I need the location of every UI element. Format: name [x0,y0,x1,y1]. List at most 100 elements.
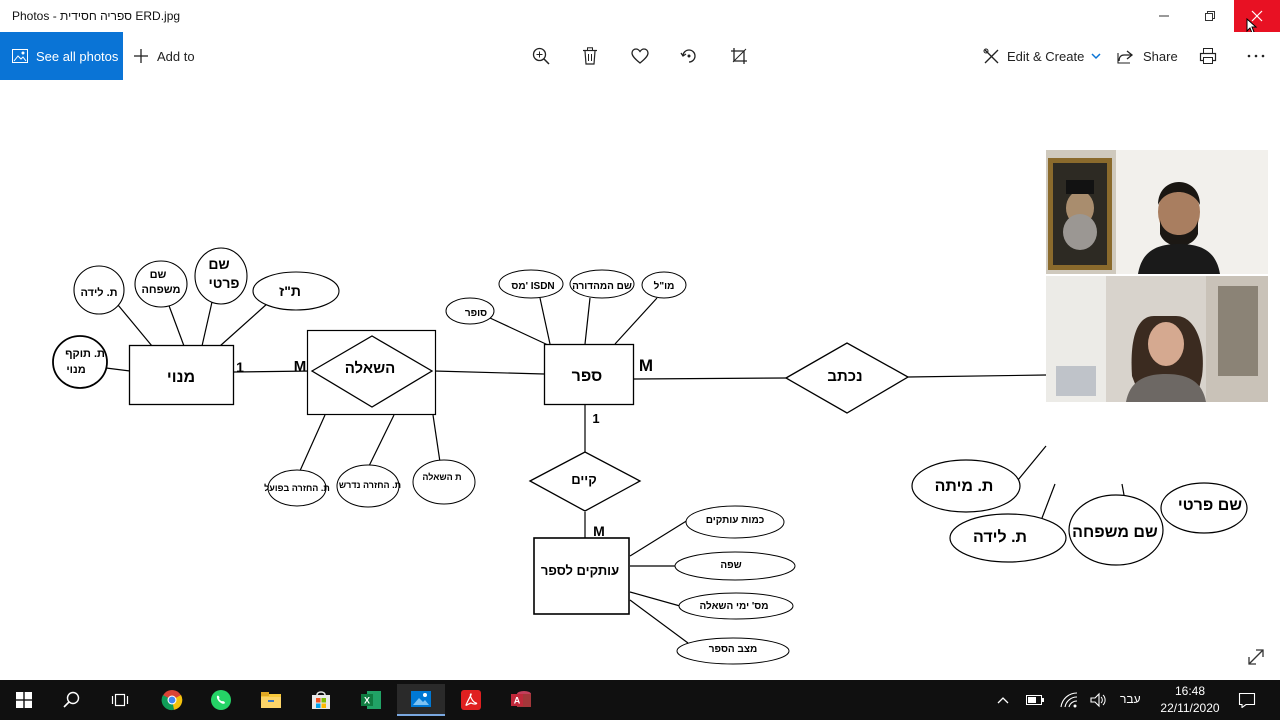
edit-create-label: Edit & Create [1007,48,1085,64]
cardinality-exists-copies: M [593,523,605,539]
excel-icon: X [361,691,381,709]
window-title: Photos - ספריה חסידית ERD.jpg [12,9,181,23]
show-hidden-icons-button[interactable] [993,688,1013,712]
author-family-attr [1068,494,1164,566]
book-edition-label: שם המהדורה [572,281,632,292]
zoom-button[interactable] [529,44,553,68]
edit-tools-icon [983,48,999,63]
loan-required-return-attr [336,464,400,508]
member-entity-label: מנוי [167,369,195,386]
taskbar: X A עבר 16:48 22/11/2020 [0,680,1280,720]
wifi-button[interactable] [1058,688,1080,712]
loan-required-return-label: ת. החזרה נדרש [339,480,401,490]
whatsapp-icon [211,690,231,710]
close-button[interactable] [1234,0,1280,32]
windows-icon [16,692,32,708]
rotate-button[interactable] [677,44,701,68]
loan-actual-return-attr [267,469,327,507]
copies-loan-days-label: מס' ימי השאלה [700,600,769,612]
taskbar-whatsapp[interactable] [197,684,245,716]
edit-create-button[interactable]: Edit & Create [983,32,1101,80]
book-publisher-label: מו"ל [654,280,675,292]
book-entity [543,343,635,406]
member-first-label-1: שם [208,256,229,272]
taskbar-chrome[interactable] [148,684,196,716]
see-all-photos-button[interactable]: See all photos [0,32,123,80]
share-icon [1117,50,1134,64]
video-tile-participant-1 [1046,150,1268,274]
search-icon [63,691,80,708]
author-death-label: ת. מיתה [935,478,994,495]
favorite-button[interactable] [628,44,652,68]
share-button[interactable]: Share [1117,32,1178,80]
delete-button[interactable] [578,44,602,68]
taskbar-store[interactable] [297,684,345,716]
copies-language-attr [674,551,796,581]
task-view-icon [111,693,129,707]
photos-toolbar: See all photos Add to Edit & Create Shar… [0,32,1280,80]
access-icon: A [511,691,531,707]
chevron-up-icon [997,697,1009,704]
member-validity-label-2: מנוי [66,364,85,376]
notification-icon [1238,692,1256,708]
speaker-icon [1090,692,1106,708]
store-icon [312,691,330,709]
print-button[interactable] [1196,44,1220,68]
zoom-in-icon [532,47,550,65]
written-relation-label: נכתב [827,368,862,385]
loan-relation-diamond [310,335,434,408]
photo-canvas[interactable]: מנוי ת. לידה שם משפחה שם פרטי ת"ז ת. תוק… [0,80,1280,680]
cardinality-book-exists: 1 [592,411,599,426]
chevron-down-icon [1091,53,1101,60]
close-icon [1251,10,1263,22]
crop-button[interactable] [727,44,751,68]
taskbar-photos[interactable] [397,684,445,716]
minimize-button[interactable] [1141,0,1187,32]
cardinality-loan-member: M [294,358,307,375]
clock-date: 22/11/2020 [1160,701,1220,715]
member-validity-attr [52,335,108,389]
cardinality-member-loan: 1 [236,359,244,375]
fullscreen-icon[interactable] [1246,647,1266,667]
start-button[interactable] [0,684,48,716]
author-family-label: שם משפחה [1072,524,1158,541]
search-button[interactable] [48,684,96,716]
svg-text:A: A [514,696,521,706]
volume-button[interactable] [1088,688,1110,712]
share-label: Share [1143,48,1178,64]
author-death-attr [911,459,1021,513]
input-language-indicator[interactable]: עבר [1120,692,1141,706]
book-author-label: סופר [465,308,487,319]
taskbar-file-explorer[interactable] [247,684,295,716]
member-validity-label-1: ת. תוקף [65,348,105,360]
member-birth-label: ת. לידה [80,286,117,299]
loan-date-label: ת השאלה [422,472,461,482]
book-publisher-attr [641,271,687,299]
copies-condition-attr [676,637,790,665]
battery-button[interactable] [1024,688,1046,712]
pdf-icon [461,690,481,710]
copies-loan-days-attr [678,592,794,620]
taskbar-acrobat[interactable] [447,684,495,716]
loan-actual-return-label: ת. החזרה בפועל [264,483,330,493]
crop-icon [731,48,747,64]
copies-condition-label: מצב הספר [709,644,757,655]
action-center-button[interactable] [1236,688,1258,712]
restore-button[interactable] [1187,0,1233,32]
member-birth-attr [73,265,125,315]
taskbar-access[interactable]: A [497,684,545,716]
clock[interactable]: 16:48 22/11/2020 [1150,683,1230,717]
more-options-button[interactable] [1244,44,1268,68]
participant-2-video [1046,276,1268,402]
book-author-attr [445,297,495,325]
folder-icon [261,692,281,708]
photos-icon [411,691,431,707]
book-entity-label: ספר [572,368,603,385]
chrome-icon [161,690,183,711]
add-to-label: Add to [157,48,195,64]
video-tile-participant-2 [1046,276,1268,402]
printer-icon [1199,48,1217,64]
task-view-button[interactable] [96,684,144,716]
add-to-button[interactable]: Add to [133,32,195,80]
taskbar-excel[interactable]: X [347,684,395,716]
